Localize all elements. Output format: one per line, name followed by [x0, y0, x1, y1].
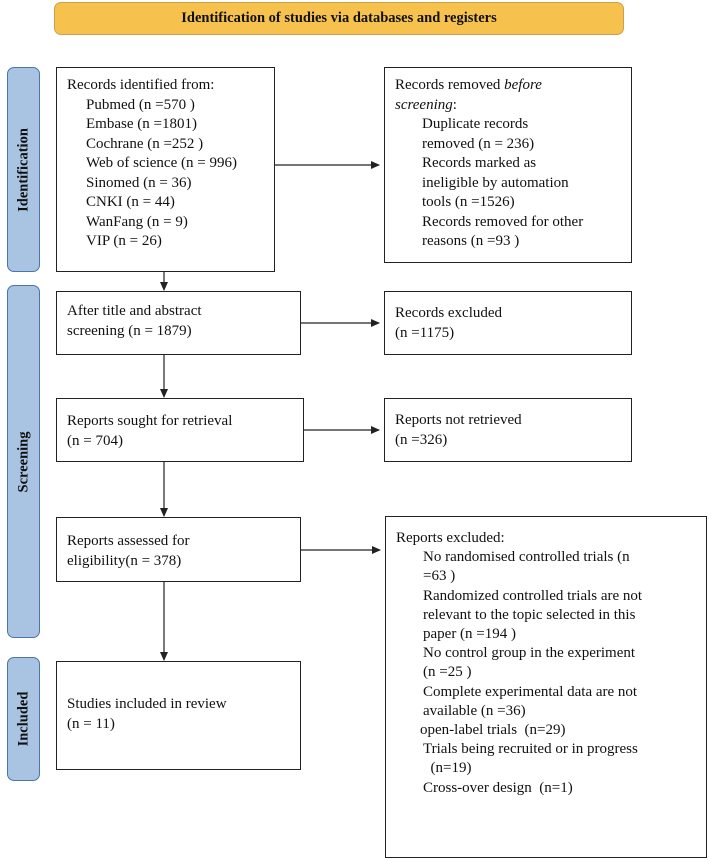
reports-excluded-box: Reports excluded: No randomised controll… — [385, 516, 707, 858]
screened-line-1: After title and abstract — [67, 303, 202, 319]
excluded-not-relevant-3: paper (n =194 ) — [423, 626, 517, 643]
source-wanfang: WanFang (n = 9) — [86, 213, 188, 230]
records-excluded-line-1: Records excluded — [395, 305, 503, 321]
studies-included-line-1: Studies included in review — [67, 696, 227, 712]
excluded-in-progress-1: Trials being recruited or in progress — [423, 741, 638, 758]
removed-other-1: Records removed for other — [422, 213, 584, 230]
excluded-not-relevant-1: Randomized controlled trials are not — [423, 587, 643, 604]
reports-sought-box: Reports sought for retrieval (n = 704) — [56, 398, 304, 462]
stage-screening: Screening — [7, 285, 40, 638]
excluded-in-progress-2: (n=19) — [423, 760, 472, 777]
records-identified-title: Records identified from: — [67, 77, 215, 93]
source-vip: VIP (n = 26) — [86, 233, 162, 249]
source-cnki: CNKI (n = 44) — [86, 194, 175, 210]
removed-title-suffix: : — [452, 96, 457, 113]
reports-assessed-line-2: eligibility(n = 378) — [67, 552, 182, 569]
excluded-no-rct-1: No randomised controlled trials (n — [423, 549, 630, 566]
records-removed-title: Records removed before — [395, 76, 623, 96]
screened-box: After title and abstract screening (n = … — [56, 291, 301, 355]
source-web-of-science: Web of science (n = 996) — [86, 155, 237, 171]
records-excluded-box: Records excluded (n =1175) — [384, 291, 632, 355]
removed-title-emphasis: before — [504, 77, 542, 93]
excluded-no-control-1: No control group in the experiment — [423, 645, 636, 662]
removed-title-line2: screening — [395, 96, 453, 113]
records-removed-title-line2: screening: — [395, 96, 623, 116]
reports-not-retrieved-line-1: Reports not retrieved — [395, 412, 522, 428]
header-title: Identification of studies via databases … — [181, 10, 497, 26]
removed-automation-3: tools (n =1526) — [422, 194, 515, 210]
source-cochrane: Cochrane (n =252 ) — [86, 135, 204, 152]
removed-other-2: reasons (n =93 ) — [422, 233, 520, 249]
source-pubmed: Pubmed (n =570 ) — [86, 96, 195, 113]
removed-automation-2: ineligible by automation — [422, 174, 569, 191]
records-removed-box: Records removed before screening: Duplic… — [384, 67, 632, 263]
excluded-not-relevant-2: relevant to the topic selected in this — [423, 606, 636, 623]
source-embase: Embase (n =1801) — [86, 116, 197, 132]
flow-header: Identification of studies via databases … — [54, 2, 624, 35]
reports-sought-line-1: Reports sought for retrieval — [67, 413, 233, 429]
excluded-cross-over: Cross-over design (n=1) — [423, 779, 573, 796]
reports-assessed-box: Reports assessed for eligibility(n = 378… — [56, 517, 301, 582]
removed-automation-1: Records marked as — [422, 155, 537, 171]
studies-included-box: Studies included in review (n = 11) — [56, 661, 301, 770]
excluded-open-label: open-label trials (n=29) — [420, 722, 566, 739]
source-sinomed: Sinomed (n = 36) — [86, 174, 192, 191]
reports-assessed-line-1: Reports assessed for — [67, 533, 190, 549]
records-excluded-line-2: (n =1175) — [395, 324, 455, 341]
removed-title-prefix: Records removed — [395, 77, 505, 93]
excluded-no-control-2: (n =25 ) — [423, 664, 472, 681]
studies-included-line-2: (n = 11) — [67, 715, 115, 732]
removed-duplicates-1: Duplicate records — [422, 116, 529, 132]
removed-duplicates-2: removed (n = 236) — [422, 135, 535, 152]
excluded-incomplete-data-1: Complete experimental data are not — [423, 683, 638, 700]
reports-not-retrieved-box: Reports not retrieved (n =326) — [384, 398, 632, 462]
excluded-incomplete-data-2: available (n =36) — [423, 702, 526, 719]
excluded-no-rct-2: =63 ) — [423, 568, 456, 585]
stage-identification: Identification — [7, 67, 40, 272]
screened-line-2: screening (n = 1879) — [67, 322, 192, 339]
reports-sought-line-2: (n = 704) — [67, 432, 123, 449]
reports-not-retrieved-line-2: (n =326) — [395, 431, 448, 448]
records-identified-box: Records identified from: Pubmed (n =570 … — [56, 67, 275, 272]
reports-excluded-title: Reports excluded: — [396, 530, 505, 546]
stage-included: Included — [7, 657, 40, 781]
